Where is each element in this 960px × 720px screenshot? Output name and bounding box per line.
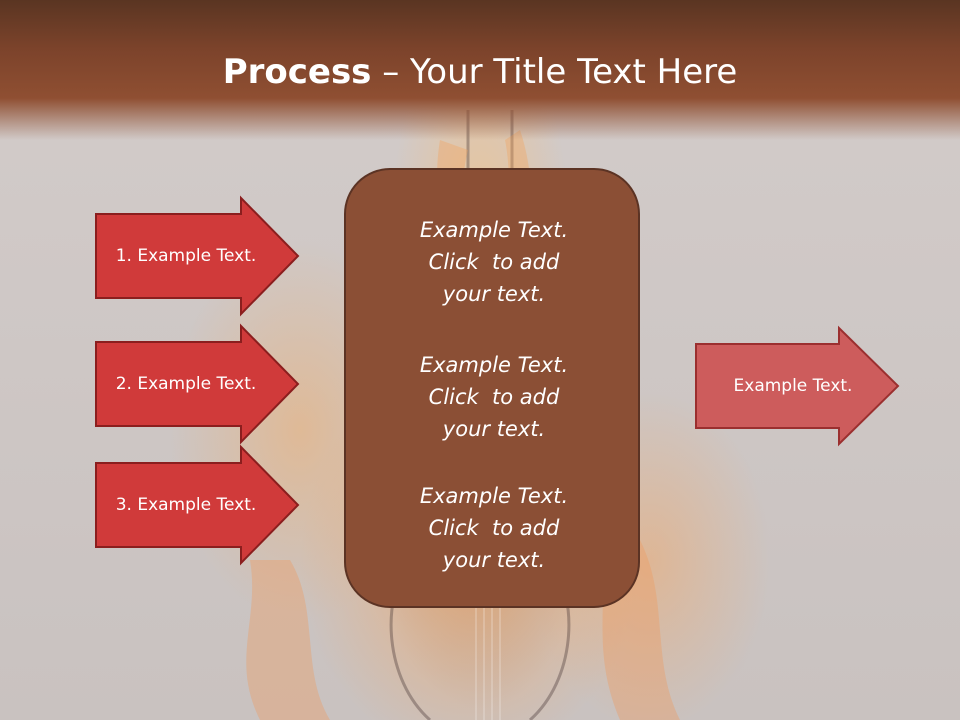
center-line: Example Text. — [419, 353, 569, 377]
output-arrow[interactable]: Example Text. — [695, 325, 900, 447]
header-band — [0, 0, 960, 140]
center-line: Example Text. — [419, 218, 569, 242]
center-line: your text. — [442, 548, 546, 572]
arrow-shape — [95, 444, 300, 566]
step-arrow-1[interactable]: 1. Example Text. — [95, 195, 300, 317]
title-bold: Process — [222, 52, 372, 92]
center-line: Example Text. — [419, 484, 569, 508]
center-line: Click to add — [428, 516, 560, 540]
center-line: your text. — [442, 417, 546, 441]
step-arrow-3[interactable]: 3. Example Text. — [95, 444, 300, 566]
center-line: Click to add — [428, 385, 560, 409]
step-arrow-2[interactable]: 2. Example Text. — [95, 323, 300, 445]
center-text-block-1[interactable]: Example Text. Click to add your text. — [346, 214, 642, 310]
step-label: 1. Example Text. — [115, 246, 257, 266]
step-label: 2. Example Text. — [115, 374, 257, 394]
arrow-shape — [695, 325, 900, 447]
arrow-shape — [95, 195, 300, 317]
center-content-box[interactable]: Example Text. Click to add your text. Ex… — [344, 168, 640, 608]
center-line: Click to add — [428, 250, 560, 274]
output-label: Example Text. — [733, 376, 853, 396]
arrow-shape — [95, 323, 300, 445]
step-label: 3. Example Text. — [115, 495, 257, 515]
center-line: your text. — [442, 282, 546, 306]
center-text-block-3[interactable]: Example Text. Click to add your text. — [346, 480, 642, 576]
title-rest: – Your Title Text Here — [371, 52, 738, 92]
slide-title[interactable]: Process – Your Title Text Here — [0, 52, 960, 92]
center-text-block-2[interactable]: Example Text. Click to add your text. — [346, 349, 642, 445]
